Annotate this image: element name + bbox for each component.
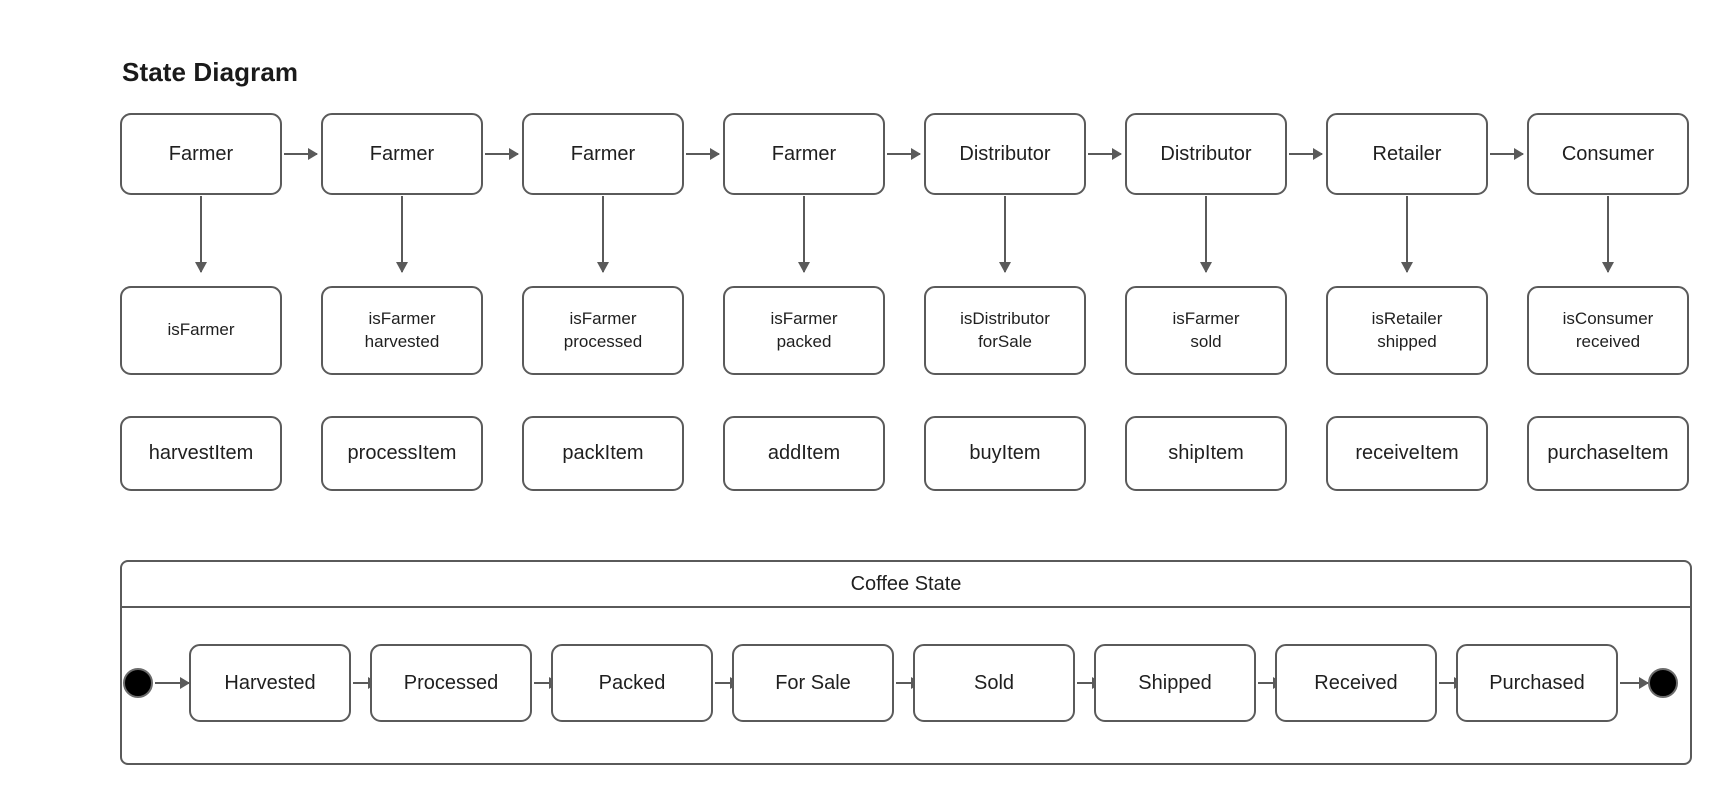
guard-arrow-2 bbox=[401, 196, 403, 272]
guard-arrow-4 bbox=[803, 196, 805, 272]
guard-arrow-3 bbox=[602, 196, 604, 272]
action-node-2[interactable]: processItem bbox=[321, 416, 483, 491]
sub-state-received-label: Received bbox=[1314, 671, 1398, 694]
sub-state-for-sale-label: For Sale bbox=[775, 671, 851, 694]
guard-arrow-1 bbox=[200, 196, 202, 272]
action-node-5[interactable]: buyItem bbox=[924, 416, 1086, 491]
sub-state-arrow-4 bbox=[896, 682, 920, 684]
sub-state-processed[interactable]: Processed bbox=[370, 644, 532, 722]
action-node-5-label: buyItem bbox=[969, 442, 1041, 465]
sub-state-packed-label: Packed bbox=[598, 671, 666, 694]
actor-node-6[interactable]: Distributor bbox=[1125, 113, 1287, 195]
actor-node-3[interactable]: Farmer bbox=[522, 113, 684, 195]
actor-node-8[interactable]: Consumer bbox=[1527, 113, 1689, 195]
sub-state-processed-label: Processed bbox=[403, 671, 499, 694]
sub-state-sold-label: Sold bbox=[973, 671, 1015, 694]
final-transition-arrow bbox=[1620, 682, 1648, 684]
composite-state-title: Coffee State bbox=[122, 562, 1690, 608]
action-node-6-label: shipItem bbox=[1168, 442, 1244, 465]
actor-transition-arrow-5 bbox=[1088, 153, 1121, 155]
sub-state-sold[interactable]: Sold bbox=[913, 644, 1075, 722]
sub-state-arrow-1 bbox=[353, 682, 377, 684]
actor-node-2[interactable]: Farmer bbox=[321, 113, 483, 195]
action-node-7[interactable]: receiveItem bbox=[1326, 416, 1488, 491]
sub-state-harvested-label: Harvested bbox=[224, 671, 316, 694]
action-node-6[interactable]: shipItem bbox=[1125, 416, 1287, 491]
action-node-7-label: receiveItem bbox=[1355, 442, 1459, 465]
actor-node-5-label: Distributor bbox=[959, 142, 1051, 165]
guard-node-1[interactable]: isFarmer bbox=[120, 286, 282, 375]
actor-node-5[interactable]: Distributor bbox=[924, 113, 1086, 195]
sub-state-arrow-5 bbox=[1077, 682, 1101, 684]
sub-state-harvested[interactable]: Harvested bbox=[189, 644, 351, 722]
actor-transition-arrow-6 bbox=[1289, 153, 1322, 155]
sub-state-shipped[interactable]: Shipped bbox=[1094, 644, 1256, 722]
final-state-circle bbox=[1648, 668, 1678, 698]
actor-transition-arrow-2 bbox=[485, 153, 518, 155]
guard-arrow-8 bbox=[1607, 196, 1609, 272]
sub-state-received[interactable]: Received bbox=[1275, 644, 1437, 722]
sub-state-for-sale[interactable]: For Sale bbox=[732, 644, 894, 722]
guard-arrow-6 bbox=[1205, 196, 1207, 272]
actor-transition-arrow-4 bbox=[887, 153, 920, 155]
sub-state-arrow-7 bbox=[1439, 682, 1463, 684]
sub-state-packed[interactable]: Packed bbox=[551, 644, 713, 722]
actor-transition-arrow-1 bbox=[284, 153, 317, 155]
sub-state-arrow-3 bbox=[715, 682, 739, 684]
actor-transition-arrow-7 bbox=[1490, 153, 1523, 155]
actor-node-7-label: Retailer bbox=[1372, 142, 1442, 165]
actor-node-8-label: Consumer bbox=[1561, 142, 1655, 165]
action-node-1[interactable]: harvestItem bbox=[120, 416, 282, 491]
sub-state-arrow-6 bbox=[1258, 682, 1282, 684]
sub-state-arrow-2 bbox=[534, 682, 558, 684]
guard-arrow-7 bbox=[1406, 196, 1408, 272]
sub-state-purchased-label: Purchased bbox=[1489, 671, 1585, 694]
sub-state-shipped-label: Shipped bbox=[1138, 671, 1212, 694]
actor-node-4[interactable]: Farmer bbox=[723, 113, 885, 195]
action-node-3-label: packItem bbox=[562, 442, 644, 465]
actor-node-4-label: Farmer bbox=[771, 142, 837, 165]
initial-transition-arrow bbox=[155, 682, 189, 684]
guard-node-1-label: isFarmer bbox=[167, 320, 235, 340]
action-node-4-label: addItem bbox=[767, 442, 841, 465]
actor-node-1[interactable]: Farmer bbox=[120, 113, 282, 195]
action-node-8-label: purchaseItem bbox=[1547, 442, 1669, 465]
actor-node-2-label: Farmer bbox=[369, 142, 435, 165]
action-node-3[interactable]: packItem bbox=[522, 416, 684, 491]
actor-transition-arrow-3 bbox=[686, 153, 719, 155]
guard-arrow-5 bbox=[1004, 196, 1006, 272]
page-title: State Diagram bbox=[122, 57, 299, 87]
initial-state-circle bbox=[123, 668, 153, 698]
sub-state-purchased[interactable]: Purchased bbox=[1456, 644, 1618, 722]
actor-node-6-label: Distributor bbox=[1160, 142, 1252, 165]
actor-node-3-label: Farmer bbox=[570, 142, 636, 165]
action-node-4[interactable]: addItem bbox=[723, 416, 885, 491]
actor-node-7[interactable]: Retailer bbox=[1326, 113, 1488, 195]
action-node-2-label: processItem bbox=[347, 442, 457, 465]
action-node-1-label: harvestItem bbox=[148, 442, 254, 465]
actor-node-1-label: Farmer bbox=[168, 142, 234, 165]
action-node-8[interactable]: purchaseItem bbox=[1527, 416, 1689, 491]
